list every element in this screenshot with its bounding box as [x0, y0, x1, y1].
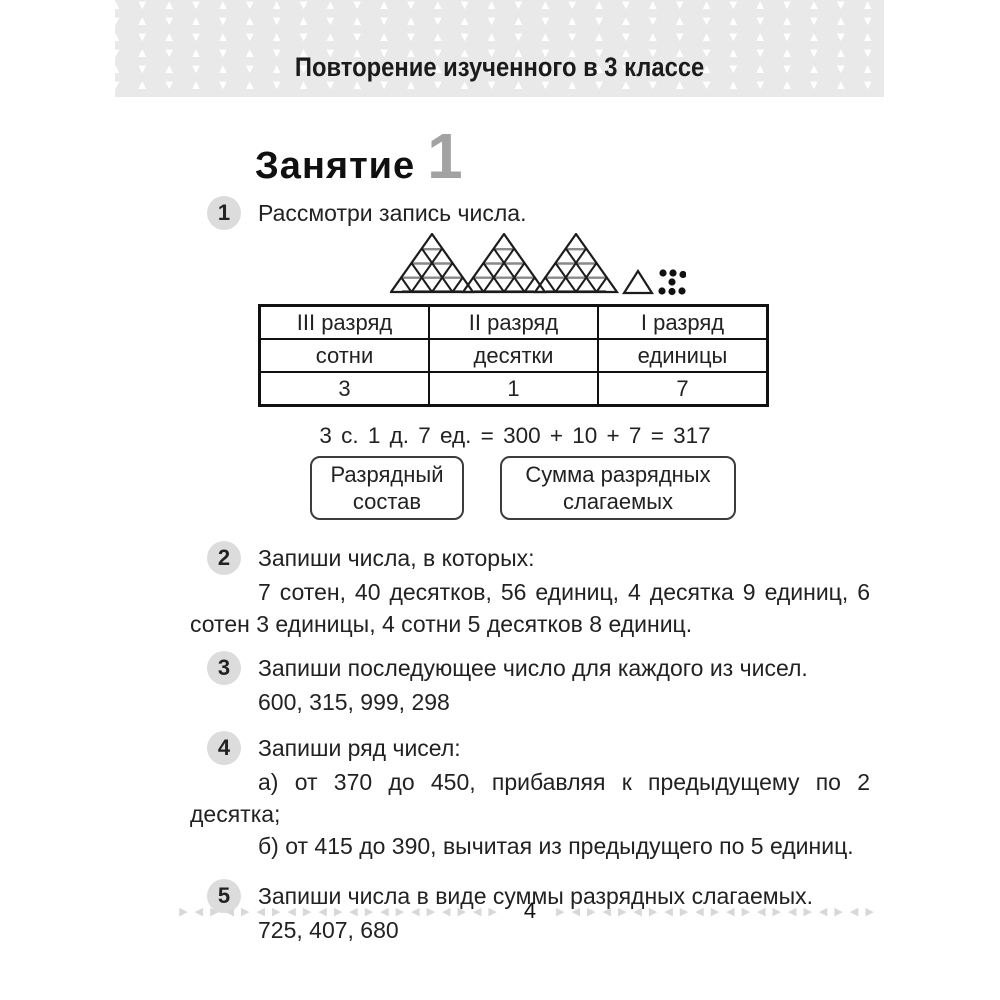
- table-cell: сотни: [258, 338, 430, 373]
- table-header-cell: I разряд: [597, 304, 769, 340]
- table-row: 3 1 7: [258, 371, 769, 407]
- table-cell: 1: [428, 371, 599, 407]
- table-cell: 3: [258, 371, 430, 407]
- task-2-number-badge: 2: [207, 541, 241, 575]
- table-header-cell: II разряд: [428, 304, 599, 340]
- chapter-header-band: ▲▼▲▼▲▼▲▼▲▼▲▼▲▼▲▼▲▼▲▼▲▼▲▼▲▼▲▼▲▼▼▲▼▲▼▲▼▲▼▲…: [115, 0, 884, 97]
- task-1-text: Рассмотри запись числа.: [258, 199, 527, 226]
- task-5-body: 725, 407, 680: [258, 917, 399, 943]
- hundred-triangle-1: [389, 232, 475, 294]
- ten-triangle: [621, 268, 655, 295]
- footer-arrows-right-decor: ▶◀▶◀▶◀▶◀▶◀▶◀▶◀▶◀▶◀▶◀▶: [556, 905, 881, 918]
- lesson-label: Занятие: [255, 145, 416, 187]
- table-cell: 7: [597, 371, 769, 407]
- task-1-number-badge: 1: [207, 196, 241, 230]
- hundreds-tens-units-diagram: [389, 232, 687, 296]
- triangle-pattern-decor: ▲▼▲▼▲▼▲▼▲▼▲▼▲▼▲▼▲▼▲▼▲▼▲▼▲▼▲▼▲▼▼▲▼▲▼▲▼▲▼▲…: [115, 0, 884, 92]
- callout-boxes: Разрядный состав Сумма разрядных слагаем…: [310, 456, 870, 520]
- task-3-text: Запиши последующее число для каждого из …: [258, 654, 808, 681]
- lesson-number: 1: [427, 120, 463, 192]
- page-number: 4: [523, 898, 537, 923]
- task-5: 5 Запиши числа в виде суммы разрядных сл…: [190, 879, 870, 913]
- expansion-equation: 3 с. 1 д. 7 ед. = 300 + 10 + 7 = 317: [319, 423, 711, 448]
- task-4-item-b: б) от 415 до 390, вычитая из предыдущего…: [258, 833, 854, 859]
- footer-arrows-left-decor: ▶◀▶◀▶◀▶◀▶◀▶◀▶◀▶◀▶◀▶◀▶: [179, 905, 504, 918]
- task-4-text: Запиши ряд чисел:: [258, 734, 461, 761]
- task-4-item-a: а) от 370 до 450, прибавляя к предыдущем…: [190, 769, 870, 827]
- hundred-triangle-2: [461, 232, 547, 294]
- callout-sum-of-place-terms: Сумма разрядных слагаемых: [500, 456, 736, 520]
- task-5-number-badge: 5: [207, 879, 241, 913]
- lesson-heading: Занятие 1: [255, 120, 870, 192]
- task-3-number-badge: 3: [207, 651, 241, 685]
- page-content: Занятие 1 1 Рассмотри запись числа.: [190, 120, 870, 946]
- table-header-cell: III разряд: [258, 304, 430, 340]
- task-3-body: 600, 315, 999, 298: [258, 689, 450, 715]
- task-5-text: Запиши числа в виде суммы разрядных слаг…: [258, 882, 813, 909]
- task-3: 3 Запиши последующее число для каждого и…: [190, 651, 870, 685]
- place-value-table: III разряд II разряд I разряд сотни деся…: [258, 304, 769, 407]
- chapter-title: Повторение изученного в 3 классе: [294, 52, 705, 82]
- task-4: 4 Запиши ряд чисел:: [190, 731, 870, 765]
- table-row: сотни десятки единицы: [258, 338, 769, 373]
- callout-place-value-composition: Разрядный состав: [310, 456, 464, 520]
- table-cell: единицы: [597, 338, 769, 373]
- unit-dots: [658, 269, 687, 296]
- hundred-triangle-3: [533, 232, 619, 294]
- task-4-number-badge: 4: [207, 731, 241, 765]
- task-2: 2 Запиши числа, в которых:: [190, 541, 870, 575]
- task-2-body: 7 сотен, 40 десятков, 56 единиц, 4 десят…: [190, 579, 870, 637]
- table-cell: десятки: [428, 338, 599, 373]
- table-row: III разряд II разряд I разряд: [258, 304, 769, 340]
- page-footer: ▶◀▶◀▶◀▶◀▶◀▶◀▶◀▶◀▶◀▶◀▶ 4 ▶◀▶◀▶◀▶◀▶◀▶◀▶◀▶◀…: [100, 898, 960, 924]
- place-value-figure: [389, 232, 870, 302]
- task-1: 1 Рассмотри запись числа.: [190, 196, 870, 230]
- task-2-text: Запиши числа, в которых:: [258, 544, 535, 571]
